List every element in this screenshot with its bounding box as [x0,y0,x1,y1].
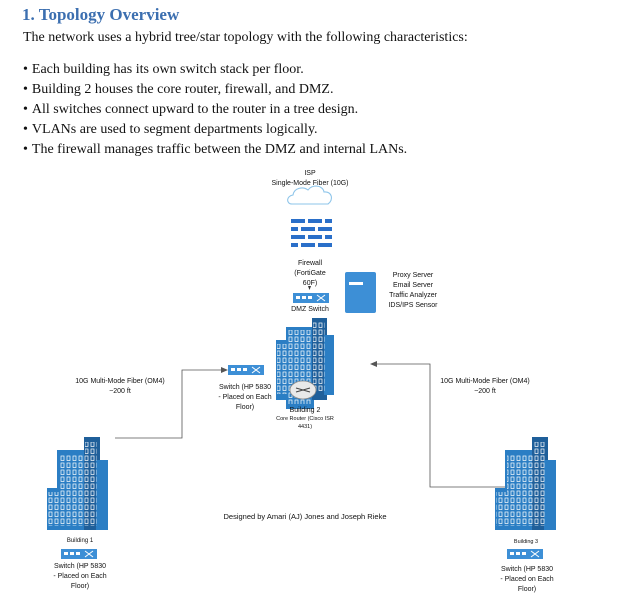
building2-label: Building 2 [289,407,321,414]
down-arrow-icon [308,286,311,290]
core-router-label: Core Router (Cisco ISR 4431) [276,416,334,430]
bullet-item: VLANs are used to segment departments lo… [23,120,407,140]
link-building3 [376,363,528,488]
b3-switch-label: Switch (HP 5830 - Placed on Each Floor) [500,566,554,593]
b1-switch-icon [61,549,97,559]
arrowhead-left [221,367,228,373]
b1-switch-label: Switch (HP 5830 - Placed on Each Floor) [53,563,107,590]
building3-label: Building 3 [513,539,539,545]
server-icon [345,272,376,313]
isp-link-label: Single-Mode Fiber (10G) [271,180,349,187]
building1-label: Building 1 [66,538,94,544]
link-right-label: 10G Multi-Mode Fiber (OM4) ~200 ft [440,378,530,395]
intro-text: The network uses a hybrid tree/star topo… [23,30,468,45]
cloud-icon [287,185,333,205]
firewall-icon [291,219,332,247]
dmz-switch-icon [293,293,329,303]
b3-switch-icon [507,549,543,559]
router-icon [289,380,317,400]
bullet-item: The firewall manages traffic between the… [23,140,407,160]
bullet-item: Building 2 houses the core router, firew… [23,80,407,100]
bullet-item: All switches connect upward to the route… [23,100,407,120]
building1-icon [47,437,108,530]
designer-credit: Designed by Amari (AJ) Jones and Joseph … [223,512,387,521]
building3-icon [495,437,556,530]
dmz-servers-label: Proxy Server Email Server Traffic Analyz… [388,272,438,309]
section-heading: 1. Topology Overview [22,5,180,24]
characteristics-list: Each building has its own switch stack p… [23,60,407,160]
bullet-item: Each building has its own switch stack p… [23,60,407,80]
arrowhead-right [370,361,377,367]
b2-switch-icon [228,365,264,375]
link-left-label: 10G Multi-Mode Fiber (OM4) ~200 ft [75,378,165,395]
b2-switch-label: Switch (HP 5830 - Placed on Each Floor) [218,384,272,411]
link-lines [115,361,528,488]
isp-label: ISP [304,170,316,177]
link-building1 [115,369,222,439]
dmz-switch-label: DMZ Switch [291,306,329,313]
firewall-label: Firewall (FortiGate 60F) [294,260,326,287]
